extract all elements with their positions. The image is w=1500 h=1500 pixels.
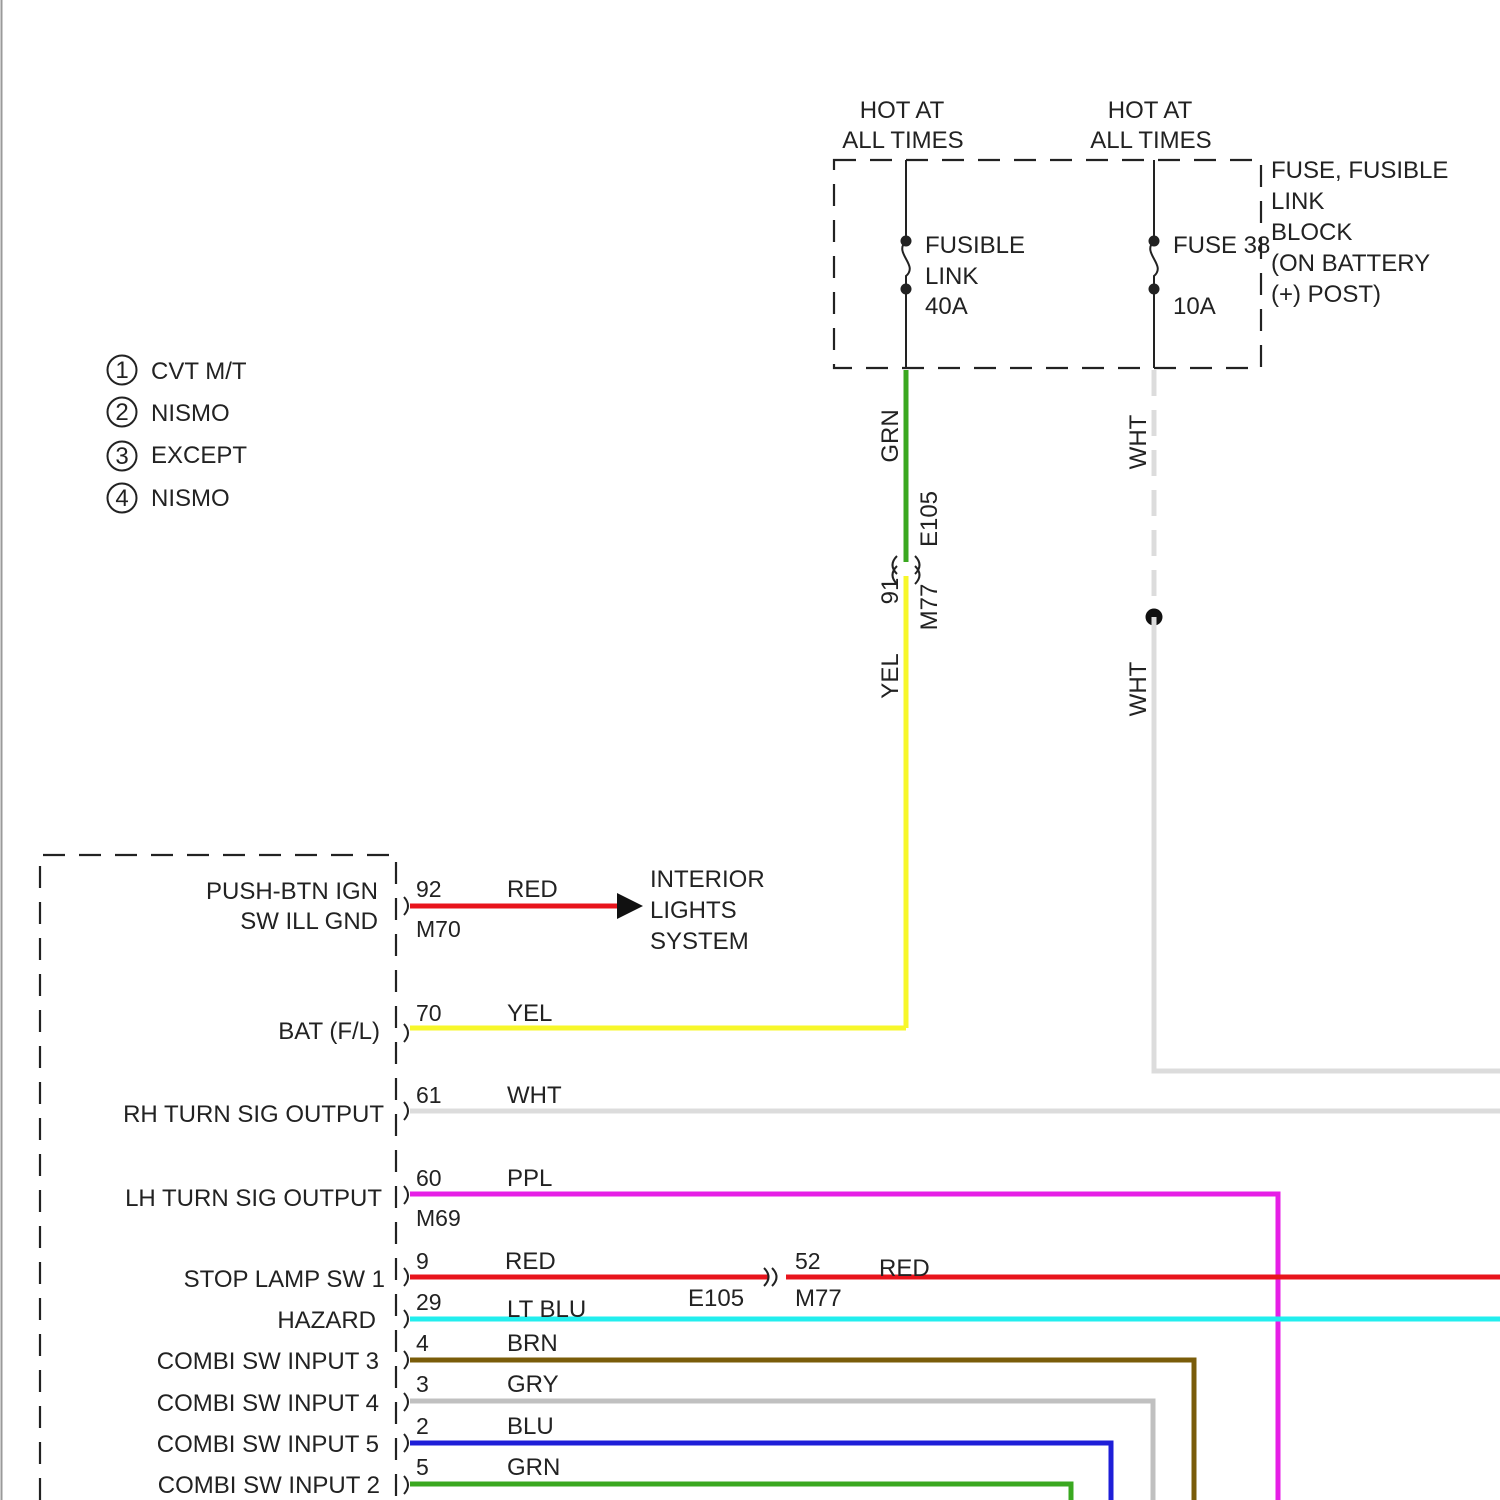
module-label-combi-2: COMBI SW INPUT 2 bbox=[158, 1472, 380, 1499]
module-connector-brackets bbox=[404, 897, 408, 1494]
pin-number-29: 29 bbox=[416, 1289, 442, 1315]
module-label-combi-3: COMBI SW INPUT 3 bbox=[157, 1348, 379, 1375]
pin-number-9: 9 bbox=[416, 1248, 429, 1274]
connector-m69-label: M69 bbox=[416, 1205, 461, 1231]
fusible-link-label-2: LINK bbox=[925, 263, 978, 290]
inline-connector-m77-label: M77 bbox=[795, 1285, 842, 1312]
grn-wire-label: GRN bbox=[877, 409, 904, 462]
connector-pin-91: 91 bbox=[877, 578, 904, 605]
wht-wire-label-top: WHT bbox=[1125, 414, 1152, 469]
fuse-icon bbox=[1150, 241, 1158, 289]
module-label-stop-lamp: STOP LAMP SW 1 bbox=[184, 1266, 385, 1293]
pin-number-61: 61 bbox=[416, 1082, 442, 1108]
legend-text-2: NISMO bbox=[151, 400, 230, 427]
interior-lights-label-1: INTERIOR bbox=[650, 866, 765, 893]
hot-at-label-right-2: ALL TIMES bbox=[1090, 127, 1211, 154]
arrow-to-interior-lights bbox=[617, 893, 643, 919]
module-label-push-btn-2: SW ILL GND bbox=[240, 908, 378, 935]
wht-wire-label-bottom: WHT bbox=[1125, 661, 1152, 716]
pin-number-70: 70 bbox=[416, 1000, 442, 1026]
legend-text-3: EXCEPT bbox=[151, 442, 247, 469]
wire-color-61: WHT bbox=[507, 1082, 562, 1109]
control-module: PUSH-BTN IGN SW ILL GND BAT (F/L) RH TUR… bbox=[40, 855, 396, 1500]
fuse-block: HOT AT ALL TIMES HOT AT ALL TIMES FUSIBL… bbox=[834, 97, 1448, 368]
wire-color-29: LT BLU bbox=[507, 1296, 586, 1323]
option-legend: 1 CVT M/T 2 NISMO 3 EXCEPT 4 NISMO bbox=[108, 356, 248, 513]
module-label-lh-turn: LH TURN SIG OUTPUT bbox=[125, 1185, 382, 1212]
hot-at-label-right-1: HOT AT bbox=[1108, 97, 1193, 124]
pin-number-2: 2 bbox=[416, 1413, 429, 1439]
fuse-block-name-3: BLOCK bbox=[1271, 219, 1352, 246]
legend-num-1: 1 bbox=[115, 357, 128, 384]
hot-at-label-left-2: ALL TIMES bbox=[842, 127, 963, 154]
wire-color-3: GRY bbox=[507, 1371, 559, 1398]
legend-num-2: 2 bbox=[115, 399, 128, 426]
pin-number-4: 4 bbox=[416, 1330, 429, 1356]
pin-number-5: 5 bbox=[416, 1454, 429, 1480]
harness-wires bbox=[410, 893, 1500, 1500]
fuse-block-name-1: FUSE, FUSIBLE bbox=[1271, 157, 1448, 184]
wire-color-4: BRN bbox=[507, 1330, 558, 1357]
pin-number-3: 3 bbox=[416, 1371, 429, 1397]
fuse-rating: 10A bbox=[1173, 293, 1216, 320]
connector-m77-label: M77 bbox=[916, 584, 943, 631]
wire-labels: 92 RED M70 INTERIOR LIGHTS SYSTEM 70 YEL… bbox=[416, 866, 930, 1481]
legend-num-3: 3 bbox=[115, 443, 128, 470]
legend-text-1: CVT M/T bbox=[151, 358, 247, 385]
module-label-bat: BAT (F/L) bbox=[278, 1018, 380, 1045]
wire-pin-5 bbox=[410, 1484, 1071, 1500]
module-label-combi-4: COMBI SW INPUT 4 bbox=[157, 1390, 379, 1417]
interior-lights-label-2: LIGHTS bbox=[650, 897, 737, 924]
connector-m70-label: M70 bbox=[416, 916, 461, 942]
module-label-push-btn-1: PUSH-BTN IGN bbox=[206, 878, 378, 905]
feed-wires: GRN E105 91 M77 YEL WHT WHT bbox=[877, 370, 1500, 1071]
pin-number-60: 60 bbox=[416, 1165, 442, 1191]
wire-color-70: YEL bbox=[507, 1000, 552, 1027]
legend-num-4: 4 bbox=[115, 485, 128, 512]
wire-color-2: BLU bbox=[507, 1413, 554, 1440]
wire-color-52: RED bbox=[879, 1255, 930, 1282]
inline-connector-e105-label: E105 bbox=[688, 1285, 744, 1312]
fuse-block-name-5: (+) POST) bbox=[1271, 281, 1381, 308]
wht-wire-run bbox=[1154, 617, 1500, 1071]
yel-wire-label: YEL bbox=[877, 653, 904, 698]
wire-color-60: PPL bbox=[507, 1165, 552, 1192]
fuse-block-outline bbox=[834, 160, 1261, 368]
hot-at-label-left-1: HOT AT bbox=[860, 97, 945, 124]
interior-lights-label-3: SYSTEM bbox=[650, 928, 749, 955]
fusible-link-icon bbox=[902, 241, 910, 289]
fusible-link-label-1: FUSIBLE bbox=[925, 232, 1025, 259]
connector-e105-label: E105 bbox=[916, 491, 943, 547]
wire-color-5: GRN bbox=[507, 1454, 560, 1481]
module-label-rh-turn: RH TURN SIG OUTPUT bbox=[123, 1101, 384, 1128]
module-label-hazard: HAZARD bbox=[277, 1307, 376, 1334]
fusible-link-rating: 40A bbox=[925, 293, 968, 320]
fuse-label: FUSE 38 bbox=[1173, 232, 1270, 259]
pin-bracket-set bbox=[404, 897, 408, 1494]
fuse-block-name-2: LINK bbox=[1271, 188, 1324, 215]
wire-color-9: RED bbox=[505, 1248, 556, 1275]
fuse-block-name-4: (ON BATTERY bbox=[1271, 250, 1430, 277]
inline-pin-52: 52 bbox=[795, 1248, 821, 1274]
wire-color-92: RED bbox=[507, 876, 558, 903]
legend-text-4: NISMO bbox=[151, 485, 230, 512]
module-label-combi-5: COMBI SW INPUT 5 bbox=[157, 1431, 379, 1458]
pin-number-92: 92 bbox=[416, 876, 442, 902]
connector-e105-m77-right bbox=[915, 556, 920, 584]
